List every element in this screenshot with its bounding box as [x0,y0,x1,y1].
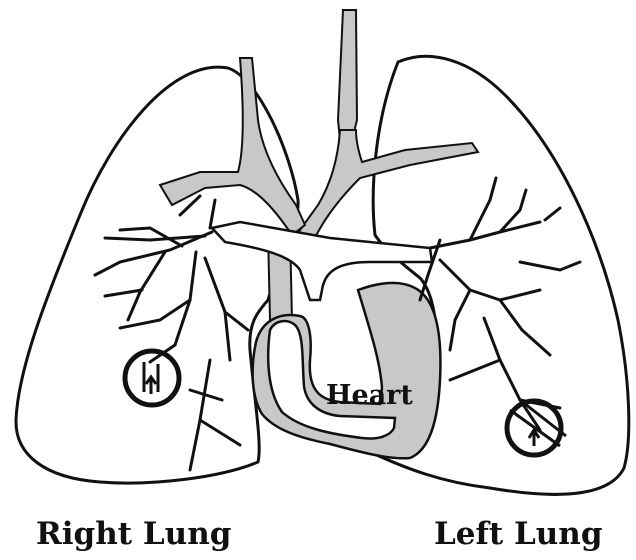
right-lung-label: Right Lung [36,516,231,552]
trachea [338,10,357,140]
heart-label: Heart [326,380,413,411]
left-lung-label: Left Lung [434,516,603,552]
